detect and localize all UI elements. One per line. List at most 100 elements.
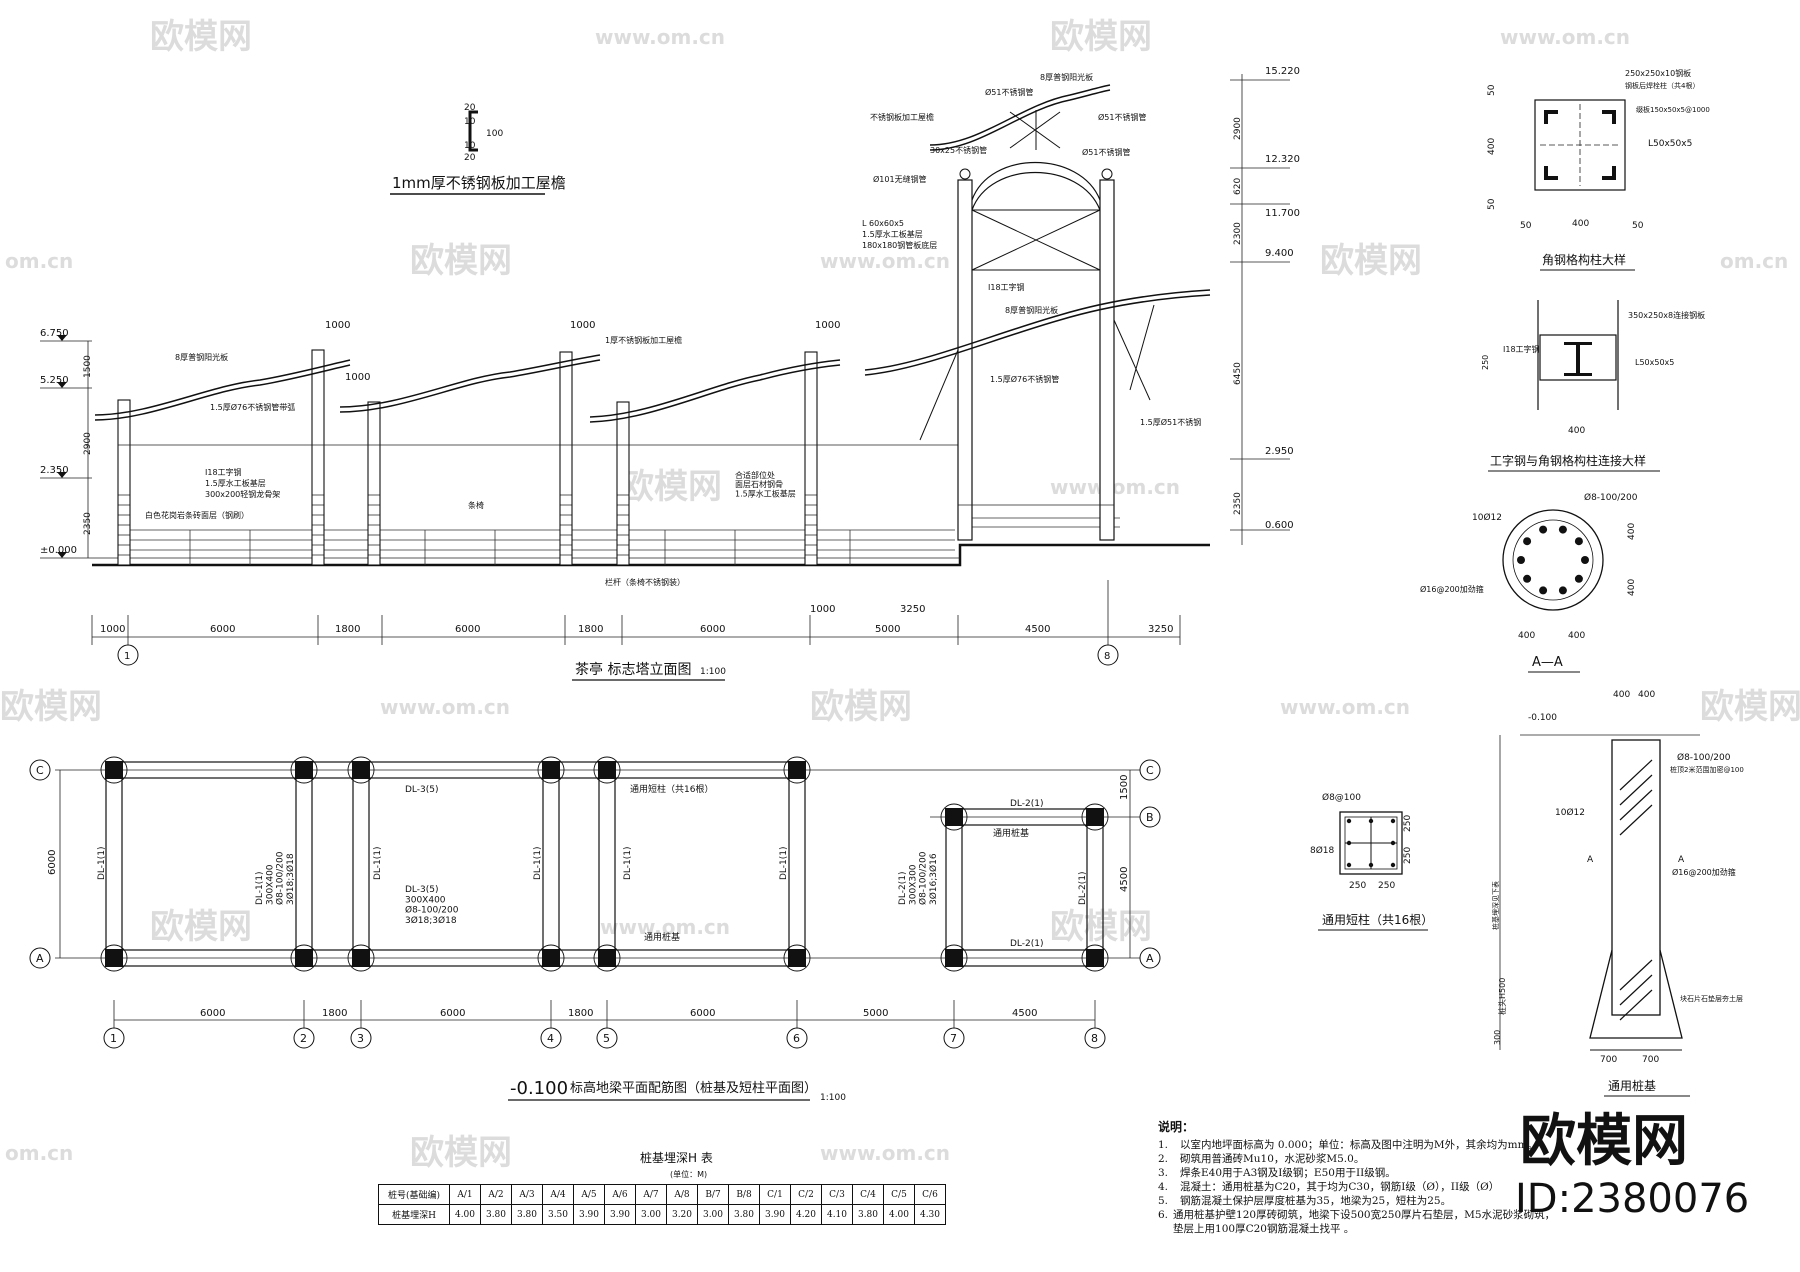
- annotation: 桩基埋深见下表: [1491, 881, 1500, 930]
- hdim: 1800: [568, 1008, 593, 1019]
- table-cell: A/3: [511, 1184, 543, 1205]
- level-label: 0.600: [1265, 520, 1294, 531]
- table-cell: 4.00: [449, 1204, 481, 1225]
- axis-bubble: [293, 1027, 315, 1049]
- watermark-brand: 欧模网: [150, 17, 252, 57]
- beam-label: DL-1(1): [623, 846, 633, 880]
- hdim: 1000: [345, 372, 370, 383]
- watermark-brand: 欧模网: [1050, 17, 1152, 57]
- table-cell: 3.80: [480, 1204, 512, 1225]
- notes-block: 说明： 1.以室内地坪面标高为 0.000；单位：标高及图中注明为M外，其余均为…: [1158, 1120, 1558, 1236]
- table-cell: A/6: [604, 1184, 636, 1205]
- eave-dim: 20: [464, 103, 476, 113]
- detail-title: A—A: [1532, 655, 1563, 670]
- table-cell: 3.00: [697, 1204, 729, 1225]
- elevation-post: [117, 399, 131, 566]
- axis-bubble: [786, 1027, 808, 1049]
- annotation: 180x180钢管板底层: [862, 240, 937, 250]
- note-text: 以室内地坪面标高为 0.000；单位：标高及图中注明为M外，其余均为mm。: [1180, 1139, 1539, 1151]
- watermark-site: om.cn: [1720, 249, 1788, 273]
- axis-label: 1: [124, 651, 130, 662]
- annotation: 桩头H500: [1497, 978, 1507, 1015]
- annotation: 通用桩基: [644, 931, 680, 943]
- annotation: 块石片石垫层夯土层: [1680, 994, 1743, 1003]
- table-title: 桩基埋深H 表: [640, 1150, 713, 1165]
- axis-label: A: [36, 952, 44, 965]
- table-cell: C/2: [790, 1184, 822, 1205]
- annotation: I18工字钢: [205, 467, 242, 477]
- hdim: 400: [1572, 219, 1589, 229]
- table-cell: B/7: [697, 1184, 729, 1205]
- short-column: [788, 949, 806, 967]
- pile-circle: [1081, 944, 1109, 972]
- annotation: 钢板后焊栓柱（共4根）: [1625, 81, 1699, 90]
- table-cell: A/4: [542, 1184, 574, 1205]
- watermark-brand: 欧模网: [0, 687, 102, 727]
- level-label: 11.700: [1265, 208, 1300, 219]
- rebar: [1581, 556, 1589, 564]
- axis-label: 6: [793, 1032, 800, 1045]
- short-column: [542, 949, 560, 967]
- beam-label: DL-3(5): [405, 785, 439, 795]
- eave-dim: 20: [464, 153, 476, 163]
- section-aa: Ø8-100/200 10Ø12 Ø16@200加劲箍 400 400 400 …: [1420, 492, 1638, 673]
- note-number: 5.: [1158, 1195, 1169, 1207]
- rebar: [1539, 525, 1548, 534]
- table-cell: C/1: [759, 1184, 791, 1205]
- table-cell: 4.00: [883, 1204, 915, 1225]
- vdim: 2350: [1233, 492, 1243, 515]
- pile-circle: [940, 803, 968, 831]
- pile-circle: [347, 756, 375, 784]
- watermark-site: www.om.cn: [820, 1141, 950, 1165]
- pile-detail: -0.100 400 400 10Ø12 Ø8-100/200 桩顶2米范围加密…: [1491, 690, 1744, 1097]
- vdim: 2900: [1233, 117, 1243, 140]
- annotation: Ø51不锈钢管: [1082, 147, 1130, 157]
- rebar: [1574, 574, 1583, 583]
- hdim: 1000: [100, 624, 125, 635]
- hdim: 5000: [875, 624, 900, 635]
- hdim: 6000: [455, 624, 480, 635]
- vdim: 50: [1487, 84, 1497, 96]
- annotation: 1.5厚水工板基层: [862, 229, 923, 239]
- hdim: 400: [1568, 426, 1585, 436]
- watermark-site: om.cn: [5, 249, 73, 273]
- note-text: 钢筋混凝土保护层厚度桩基为35，地梁为25，短柱为25。: [1180, 1195, 1452, 1207]
- hdim: 700: [1600, 1055, 1617, 1065]
- foundation-plan: DL-3(5) 通用短柱（共16根） DL-1(1) DL-1(1)300X40…: [29, 756, 1161, 1103]
- pile-circle: [940, 944, 968, 972]
- hdim: 250: [1378, 881, 1395, 891]
- annotation: 条椅: [468, 500, 484, 510]
- short-column: [542, 761, 560, 779]
- short-column: [1086, 808, 1104, 826]
- short-column: [352, 949, 370, 967]
- short-column: [945, 808, 963, 826]
- annotation: 8厚普钢阳光板: [175, 352, 228, 362]
- hdim: 700: [1642, 1055, 1659, 1065]
- logo-id: ID:2380076: [1515, 1176, 1749, 1222]
- table-cell: 4.30: [914, 1204, 946, 1225]
- detail-title: 通用短柱（共16根）: [1322, 912, 1433, 927]
- hdim: 400: [1568, 631, 1585, 641]
- plan-title: 标高地梁平面配筋图（桩基及短柱平面图）: [570, 1080, 817, 1096]
- annotation: Ø51不锈钢管: [1098, 112, 1146, 122]
- watermark-site: om.cn: [5, 1141, 73, 1165]
- annotation: 8厚普钢阳光板: [1005, 305, 1058, 315]
- table-cell: C/5: [883, 1184, 915, 1205]
- table-cell: A/7: [635, 1184, 667, 1205]
- note-number: 6.: [1158, 1209, 1169, 1221]
- elevation-post: [804, 351, 818, 566]
- axis-bubble: [1097, 644, 1119, 666]
- level-label: 6.750: [40, 328, 69, 339]
- vdim: 4500: [1119, 867, 1130, 892]
- annotation: 250x250x10钢板: [1625, 68, 1691, 78]
- hdim: 50: [1520, 221, 1532, 231]
- plan-level: -0.100: [510, 1078, 568, 1099]
- elevation-post: [367, 401, 381, 566]
- hdim: 3250: [900, 604, 925, 615]
- hdim: 5000: [863, 1008, 888, 1019]
- annotation: 通用短柱（共16根）: [630, 783, 713, 795]
- table-cell: 4.20: [790, 1204, 822, 1225]
- note-item: 6.通用桩基护壁120厚砖砌筑，地梁下设500宽250厚片石垫层，M5水泥砂浆砌…: [1158, 1208, 1558, 1236]
- level-label: 2.350: [40, 465, 69, 476]
